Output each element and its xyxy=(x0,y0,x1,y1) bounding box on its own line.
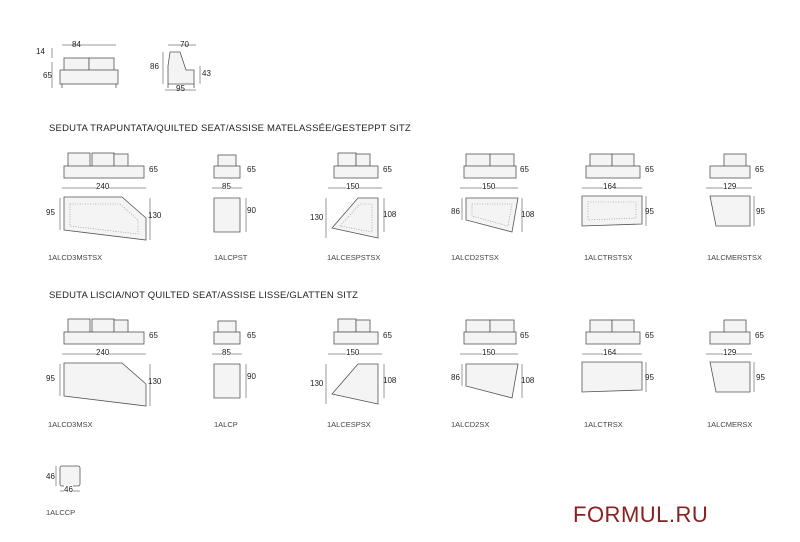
plain-width-5: 164 xyxy=(603,348,617,357)
overview-side-drawing xyxy=(162,44,201,91)
overview-front-height: 65 xyxy=(43,71,52,80)
quilted-code-1: 1ALCD3MSTSX xyxy=(48,253,103,262)
quilted-depth-lines xyxy=(59,196,755,240)
plain-width-1: 240 xyxy=(96,348,110,357)
quilted-height-5: 65 xyxy=(645,165,654,174)
plain-code-1: 1ALCD3MSX xyxy=(48,420,93,429)
plain-height-2: 65 xyxy=(247,331,256,340)
quilted-width-4: 150 xyxy=(482,182,496,191)
quilted-code-3: 1ALCESPSTSX xyxy=(327,253,381,262)
cushion-drawing xyxy=(55,465,81,492)
plain-depth-right-3: 108 xyxy=(383,376,397,385)
quilted-depth-right-1: 130 xyxy=(148,211,162,220)
brand-watermark: FORMUL.RU xyxy=(573,502,709,527)
plain-height-4: 65 xyxy=(520,331,529,340)
plain-code-3: 1ALCESPSX xyxy=(327,420,371,429)
quilted-width-5: 164 xyxy=(603,182,617,191)
overview-side-depth: 95 xyxy=(176,84,185,93)
plain-depth-left-1: 95 xyxy=(46,374,55,383)
quilted-width-3: 150 xyxy=(346,182,360,191)
plain-width-3: 150 xyxy=(346,348,360,357)
quilted-depth-left-4: 86 xyxy=(451,207,460,216)
plain-depth-right-2: 90 xyxy=(247,372,256,381)
overview-side-top: 70 xyxy=(180,40,189,49)
cushion-width: 46 xyxy=(64,485,73,494)
quilted-height-6: 65 xyxy=(755,165,764,174)
plain-depth-right-4: 108 xyxy=(521,376,535,385)
plain-depth-right-5: 95 xyxy=(645,373,654,382)
plain-code-6: 1ALCMERSX xyxy=(707,420,753,429)
quilted-code-4: 1ALCD2STSX xyxy=(451,253,499,262)
quilted-depth-right-5: 95 xyxy=(645,207,654,216)
plain-width-6: 129 xyxy=(723,348,737,357)
quilted-code-2: 1ALCPST xyxy=(214,253,248,262)
plain-plan-row xyxy=(63,361,751,407)
quilted-depth-right-3: 108 xyxy=(383,210,397,219)
overview-side-height: 86 xyxy=(150,62,159,71)
quilted-depth-right-2: 90 xyxy=(247,206,256,215)
quilted-width-2: 85 xyxy=(222,182,231,191)
plain-code-4: 1ALCD2SX xyxy=(451,420,490,429)
plain-height-5: 65 xyxy=(645,331,654,340)
cushion-height: 46 xyxy=(46,472,55,481)
quilted-front-row xyxy=(63,152,751,179)
overview-front-seat: 14 xyxy=(36,47,45,56)
quilted-depth-left-3: 130 xyxy=(310,213,324,222)
quilted-depth-left-1: 95 xyxy=(46,208,55,217)
quilted-section-title: SEDUTA TRAPUNTATA/QUILTED SEAT/ASSISE MA… xyxy=(49,123,411,134)
plain-height-3: 65 xyxy=(383,331,392,340)
plain-depth-right-1: 130 xyxy=(148,377,162,386)
quilted-code-5: 1ALCTRSTSX xyxy=(584,253,633,262)
quilted-width-1: 240 xyxy=(96,182,110,191)
plain-section-title: SEDUTA LISCIA/NOT QUILTED SEAT/ASSISE LI… xyxy=(49,290,359,301)
quilted-width-6: 129 xyxy=(723,182,737,191)
quilted-height-2: 65 xyxy=(247,165,256,174)
quilted-height-1: 65 xyxy=(149,165,158,174)
overview-front-width: 84 xyxy=(72,40,81,49)
quilted-depth-right-4: 108 xyxy=(521,210,535,219)
quilted-height-4: 65 xyxy=(520,165,529,174)
plain-height-6: 65 xyxy=(755,331,764,340)
plain-depth-lines xyxy=(59,362,755,406)
plain-code-5: 1ALCTRSX xyxy=(584,420,623,429)
plain-depth-left-4: 86 xyxy=(451,373,460,382)
overview-front-drawing xyxy=(51,44,119,88)
cushion-code: 1ALCCP xyxy=(46,508,76,517)
plain-depth-left-3: 130 xyxy=(310,379,324,388)
quilted-height-3: 65 xyxy=(383,165,392,174)
plain-code-2: 1ALCP xyxy=(214,420,238,429)
quilted-plan-row xyxy=(63,195,751,241)
plain-width-4: 150 xyxy=(482,348,496,357)
plain-height-1: 65 xyxy=(149,331,158,340)
plain-front-row xyxy=(63,318,751,345)
plain-depth-right-6: 95 xyxy=(756,373,765,382)
overview-side-seat: 43 xyxy=(202,69,211,78)
quilted-code-6: 1ALCMERSTSX xyxy=(707,253,763,262)
quilted-depth-right-6: 95 xyxy=(756,207,765,216)
plain-width-2: 85 xyxy=(222,348,231,357)
